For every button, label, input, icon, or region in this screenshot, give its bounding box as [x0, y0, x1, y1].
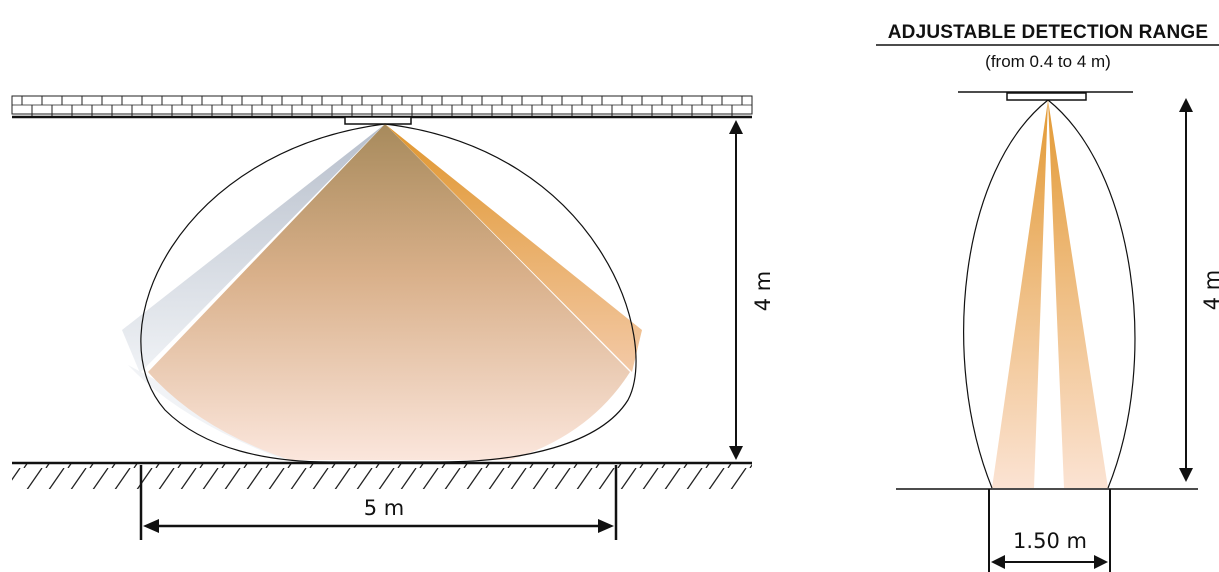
height-dimension-left	[729, 120, 743, 460]
height-label-right: 4 m	[1200, 270, 1219, 311]
width-label-left: 5 m	[364, 496, 405, 520]
right-beam	[1048, 100, 1108, 488]
width-dimension-left	[139, 465, 618, 540]
left-diagram: 4 m 5 m	[11, 95, 775, 540]
grey-detection-zone	[122, 124, 385, 373]
ceiling-sensor-right	[1006, 92, 1087, 101]
main-detection-zone	[148, 124, 630, 460]
height-label-left: 4 m	[751, 271, 775, 312]
height-dimension-right	[1179, 98, 1193, 482]
range-title: ADJUSTABLE DETECTION RANGE	[888, 22, 1208, 43]
ceiling-sensor	[344, 116, 412, 125]
hatched-floor	[12, 461, 752, 489]
width-dimension-right	[988, 489, 1111, 572]
range-subtitle: (from 0.4 to 4 m)	[985, 52, 1111, 71]
width-label-right: 1.50 m	[1013, 529, 1087, 553]
right-diagram: ADJUSTABLE DETECTION RANGE (from 0.4 to …	[876, 22, 1219, 572]
detection-outline-right	[963, 99, 1136, 489]
left-beam	[992, 100, 1048, 488]
brick-ceiling	[11, 95, 753, 119]
orange-detection-zone	[385, 124, 642, 372]
